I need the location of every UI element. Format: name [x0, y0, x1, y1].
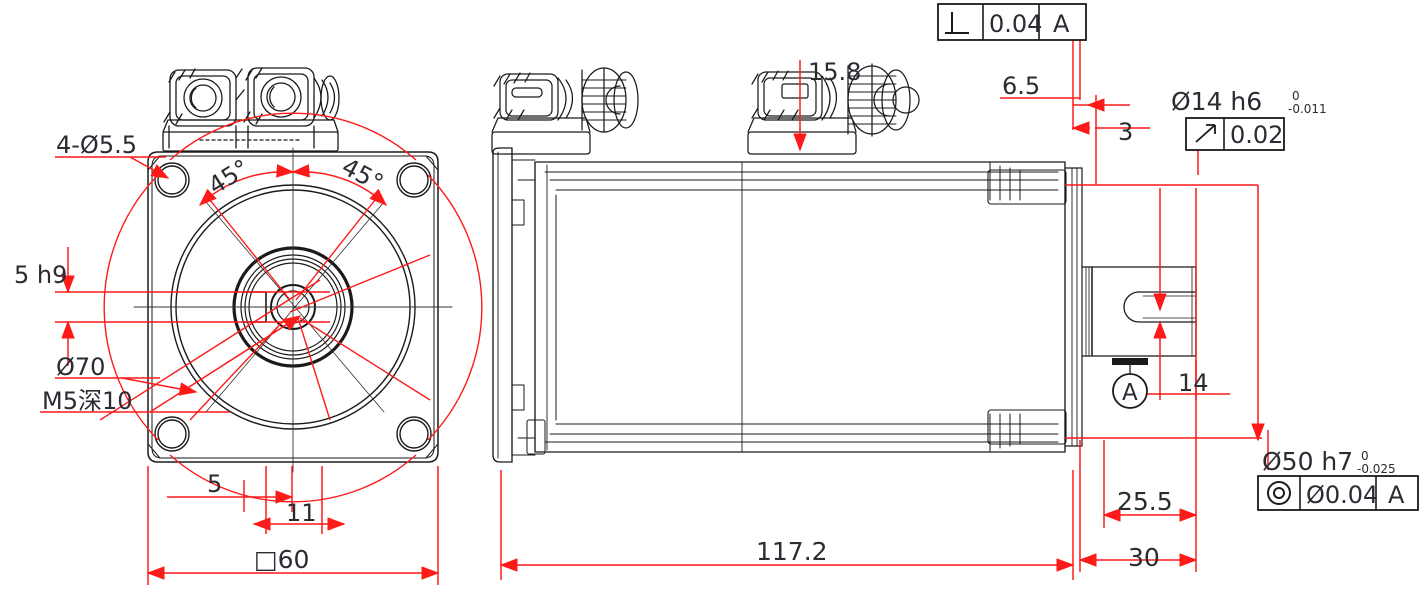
dim-text-3: 3	[1118, 118, 1133, 146]
perpendicularity-value: 0.04	[989, 10, 1042, 38]
concentricity-icon	[1267, 481, 1291, 505]
dim-angle-45-right	[291, 164, 388, 207]
callout-keyway-width: 5 h9	[14, 261, 67, 289]
dim-shaft-30	[1078, 440, 1198, 572]
concentricity-frame: Ø0.04 A	[1257, 475, 1419, 511]
callout-pilot-diameter: Ø70	[56, 353, 105, 381]
dim-text-square-60: □60	[254, 545, 309, 574]
callout-tapped-hole: M5深10	[42, 387, 133, 415]
side-view-body	[492, 147, 1083, 463]
concentricity-value: Ø0.04	[1306, 481, 1378, 509]
concentricity-datum: A	[1388, 481, 1405, 509]
dim-text-15-8: 15.8	[808, 58, 861, 86]
dim-4-holes	[55, 156, 170, 179]
dim-text-6-5: 6.5	[1002, 72, 1040, 100]
side-view-shaft	[1081, 266, 1197, 357]
dim-text-5: 5	[207, 470, 222, 498]
pilot-tol-lower: -0.025	[1357, 462, 1396, 476]
runout-frame: 0.02	[1185, 117, 1285, 151]
dim-shaft-25-5	[1102, 360, 1198, 528]
dim-text-14: 14	[1178, 369, 1209, 397]
dim-text-117-2: 117.2	[756, 537, 828, 566]
dim-3	[1071, 98, 1150, 135]
dim-text-25-5: 25.5	[1117, 487, 1173, 516]
leader-diameter-50	[1065, 184, 1269, 470]
circular-runout-icon	[1195, 124, 1216, 143]
dim-5	[167, 466, 294, 512]
dim-text-30: 30	[1128, 543, 1160, 572]
callout-angle-right: 45°	[337, 153, 388, 198]
shaft-tol-upper: 0	[1292, 89, 1300, 103]
dim-11	[252, 466, 346, 534]
callout-angle-left: 45°	[203, 154, 254, 200]
dim-angle-45-left	[198, 164, 295, 207]
pilot-diameter-label: Ø50 h7	[1262, 447, 1353, 476]
dim-overall-length-117-2	[499, 470, 1075, 580]
shaft-diameter-label: Ø14 h6	[1171, 87, 1262, 116]
dim-square-60	[146, 466, 440, 585]
datum-a-symbol: A	[1112, 373, 1148, 409]
dim-text-11: 11	[286, 499, 317, 527]
leader-45-rays	[99, 199, 431, 421]
perpendicularity-frame: 0.04 A	[937, 3, 1087, 41]
perpendicularity-datum: A	[1053, 10, 1070, 38]
pilot-tol-upper: 0	[1361, 449, 1369, 463]
perpendicularity-icon	[945, 12, 969, 34]
dim-6-5	[1000, 30, 1080, 130]
shaft-tol-lower: -0.011	[1288, 102, 1327, 116]
datum-a-letter: A	[1122, 380, 1138, 406]
side-view-connectors	[491, 63, 920, 155]
front-view-mounting-holes	[154, 162, 432, 452]
runout-value: 0.02	[1230, 121, 1283, 149]
callout-4-holes: 4-Ø5.5	[56, 131, 137, 159]
front-view-connectors	[162, 67, 340, 152]
front-view-centerlines	[133, 147, 453, 473]
